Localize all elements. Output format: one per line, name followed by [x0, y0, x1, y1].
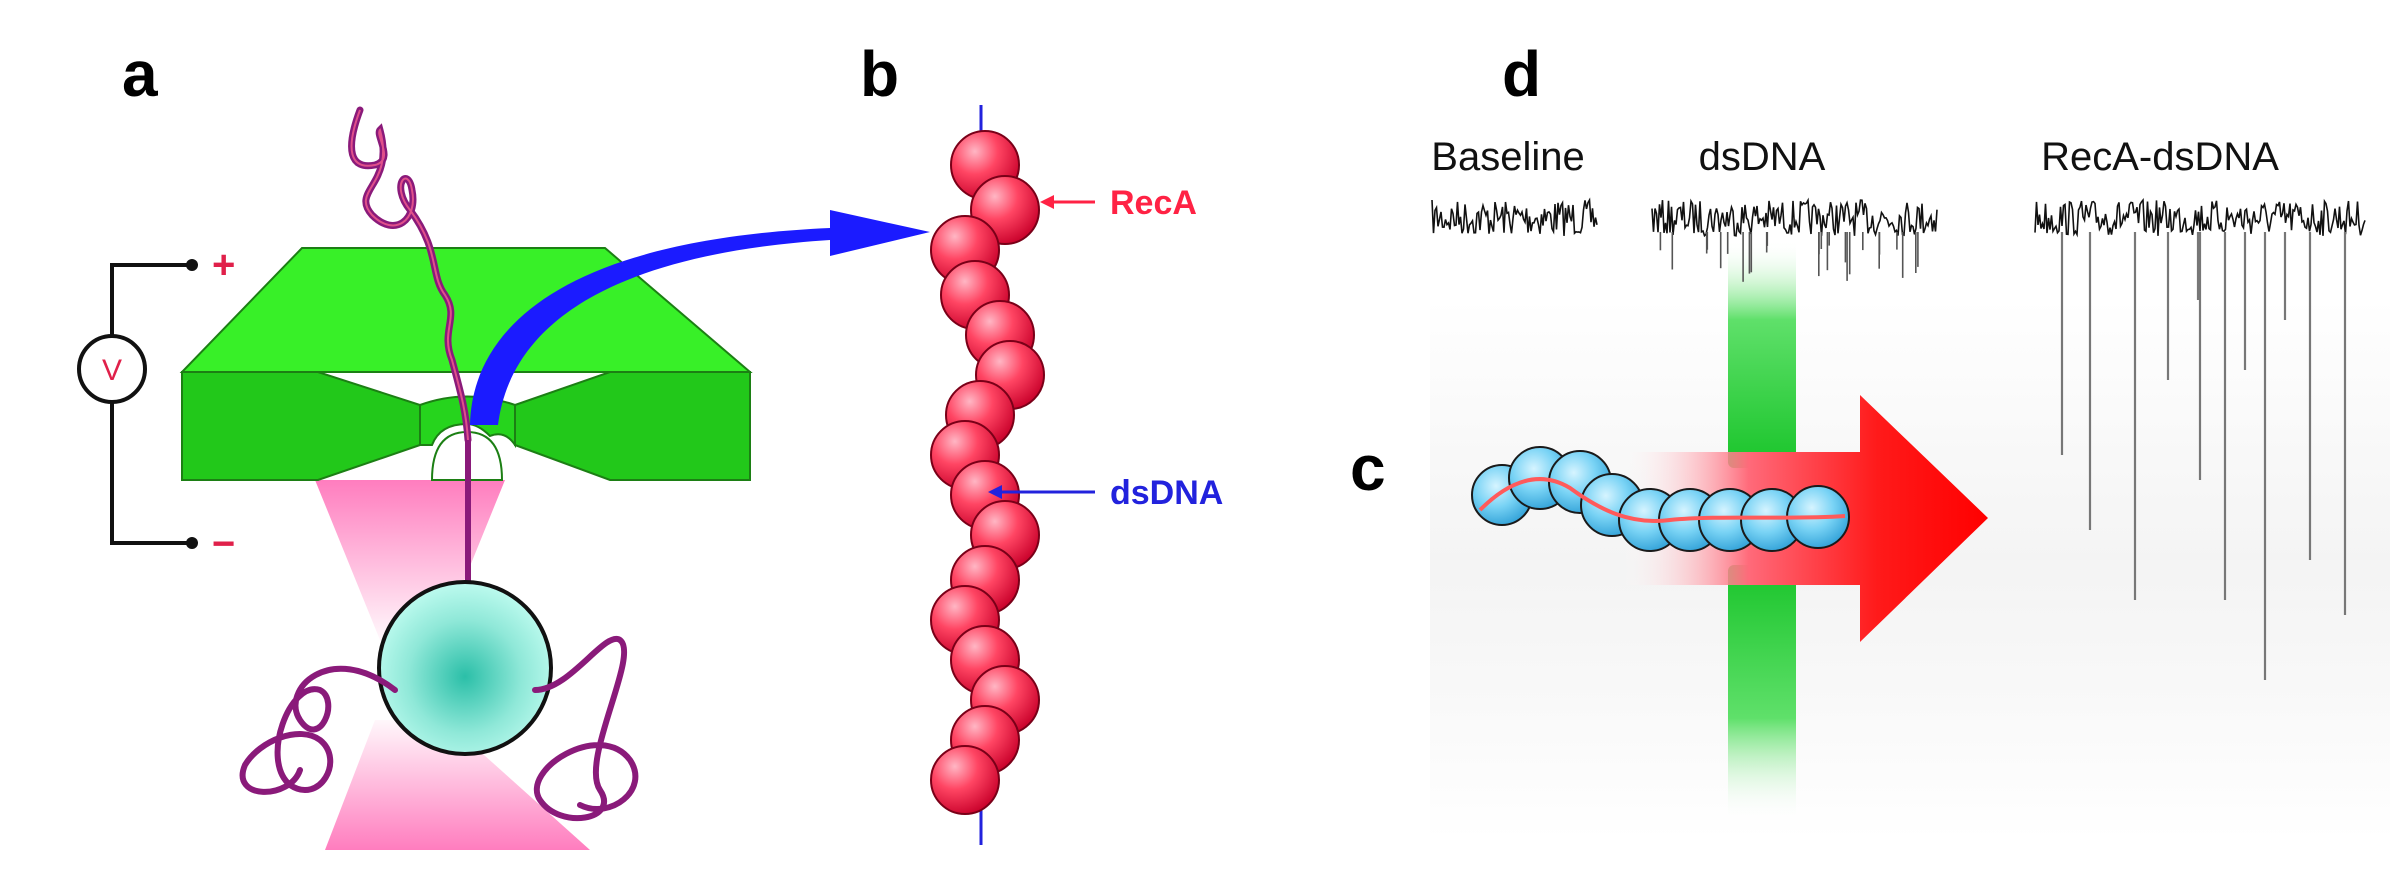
- voltmeter-label: V: [102, 354, 122, 387]
- reca-filament: [930, 130, 1045, 815]
- panel-d: d Baseline dsDNA RecA-dsDNA: [1431, 38, 2366, 680]
- membrane-front-right: [514, 371, 751, 481]
- circuit: V + −: [77, 243, 235, 566]
- blue-arrow: [470, 210, 930, 425]
- panel-a: a V + −: [77, 38, 930, 850]
- trace-label-reca-dsdna: RecA-dsDNA: [2041, 135, 2279, 179]
- reca-callout-label: RecA: [1110, 184, 1197, 222]
- trace-label-baseline: Baseline: [1431, 135, 1584, 179]
- membrane-front-left: [181, 371, 421, 481]
- reca-dsdna-complex: [1471, 446, 1850, 552]
- circuit-node-bottom: [186, 537, 198, 549]
- circuit-node-top: [186, 259, 198, 271]
- panel-label-a: a: [122, 38, 158, 110]
- circuit-wire-top: [110, 263, 190, 335]
- dna-loops-left: [239, 665, 398, 795]
- circuit-wire-bottom: [110, 403, 190, 545]
- minus-sign: −: [212, 522, 235, 566]
- reca-callout-arrowhead: [1040, 195, 1054, 209]
- panel-label-d: d: [1502, 38, 1541, 110]
- baseline-noise: [1431, 197, 1598, 236]
- panel-c: c: [1350, 240, 2390, 840]
- light-cone-top: [315, 480, 505, 640]
- plus-sign: +: [212, 243, 235, 287]
- reca-sphere: [930, 745, 1000, 815]
- voltmeter-icon: V: [77, 334, 147, 404]
- dsdna-callout-arrowhead: [988, 485, 1002, 499]
- trace-reca-dsdna: [2034, 198, 2366, 680]
- trapped-bead: [377, 580, 553, 756]
- light-cone-bottom: [325, 720, 590, 850]
- panel-label-b: b: [860, 38, 899, 110]
- blob-dna-line: [1478, 477, 1846, 523]
- trace-label-dsdna: dsDNA: [1699, 135, 1826, 179]
- dsdna-noise: [1651, 197, 1938, 238]
- reca-noise: [2034, 198, 2366, 238]
- pore-wall-bottom: [1728, 565, 1796, 820]
- pore-wall-top: [1728, 240, 1796, 468]
- dna-strand-upper-core: [350, 109, 469, 441]
- panel-label-c: c: [1350, 432, 1386, 504]
- panel-b: b RecA dsDNA: [860, 38, 1223, 845]
- trace-dsdna: [1651, 197, 1938, 282]
- dsdna-callout-label: dsDNA: [1110, 474, 1223, 512]
- dna-loops-right: [532, 635, 639, 822]
- trace-baseline: [1431, 197, 1598, 236]
